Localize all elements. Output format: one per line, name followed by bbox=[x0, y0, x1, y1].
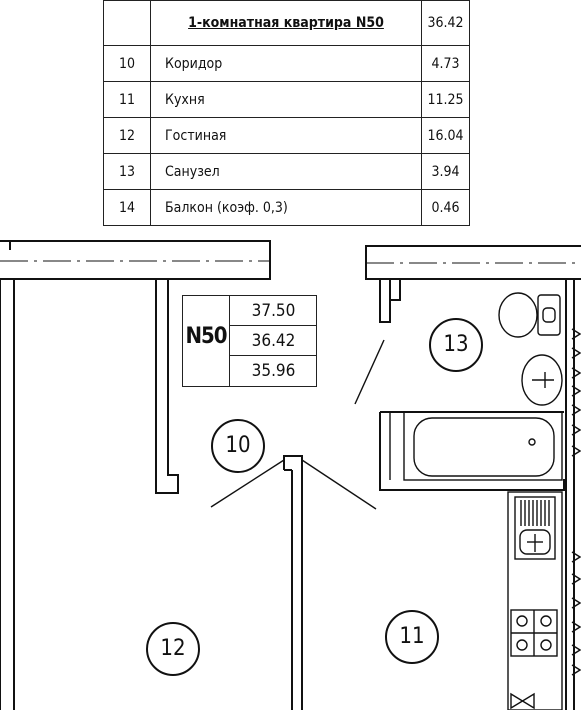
window-left bbox=[0, 240, 271, 280]
bathroom-wall bbox=[379, 279, 565, 491]
room-number: 10 bbox=[103, 45, 151, 82]
room-number-kitchen: 11 bbox=[385, 610, 439, 664]
left-outer-wall bbox=[0, 279, 15, 710]
area-value: 35.96 bbox=[251, 361, 296, 381]
room-number: 11 bbox=[103, 81, 151, 118]
table-row: 14 Балкон (коэф. 0,3) 0.46 bbox=[103, 189, 470, 226]
bathtub bbox=[389, 411, 563, 481]
room-number-living: 12 bbox=[146, 622, 200, 676]
central-partition bbox=[283, 455, 303, 710]
room-area: 0.46 bbox=[421, 189, 470, 226]
apartment-label: N50 bbox=[185, 324, 227, 349]
apartment-area-box: N50 37.50 36.42 35.96 bbox=[182, 295, 317, 387]
corridor-partition bbox=[155, 279, 179, 494]
washbasin bbox=[521, 354, 563, 406]
door-living bbox=[210, 459, 285, 508]
room-table: 1-комнатная квартира N50 36.42 10 Коридо… bbox=[103, 0, 470, 226]
area-values: 37.50 36.42 35.96 bbox=[229, 296, 317, 386]
area-value: 36.42 bbox=[230, 326, 317, 356]
table-row: 11 Кухня 11.25 bbox=[103, 81, 470, 118]
room-number-bathroom: 13 bbox=[429, 318, 483, 372]
room-area: 4.73 bbox=[421, 45, 470, 82]
table-row: 13 Санузел 3.94 bbox=[103, 153, 470, 190]
area-value: 37.50 bbox=[230, 296, 317, 326]
toilet bbox=[498, 292, 561, 338]
room-number-corridor: 10 bbox=[211, 419, 265, 473]
table-row: 10 Коридор 4.73 bbox=[103, 45, 470, 82]
kitchen-counter bbox=[507, 491, 563, 710]
sink-drainboard bbox=[520, 500, 550, 526]
room-area: 16.04 bbox=[421, 117, 470, 154]
room-number: 12 bbox=[103, 117, 151, 154]
room-area: 3.94 bbox=[421, 153, 470, 190]
room-area: 11.25 bbox=[421, 81, 470, 118]
table-header-empty bbox=[103, 0, 151, 46]
door-kitchen bbox=[301, 459, 377, 510]
right-outer-wall bbox=[565, 279, 581, 710]
door-bathroom bbox=[354, 339, 385, 405]
window-right bbox=[365, 245, 581, 280]
table-row: 12 Гостиная 16.04 bbox=[103, 117, 470, 154]
